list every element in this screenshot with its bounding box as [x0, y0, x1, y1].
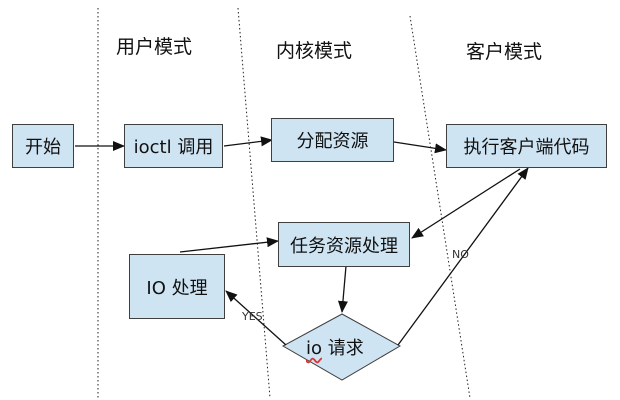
arrow-ioctl-to-allocate — [223, 136, 273, 147]
edge-label-no: NO — [452, 248, 469, 261]
io-processing-node: IO 处理 — [129, 254, 225, 319]
arrow-io-handle-to-task — [179, 237, 279, 253]
io-request-label: io 请求 — [306, 334, 364, 360]
io-request-diamond — [281, 313, 402, 381]
arrow-task-to-io-request — [337, 265, 348, 313]
lane-title-user-mode: 用户模式 — [116, 36, 193, 58]
lane-divider-2 — [237, 7, 271, 399]
io-request-label-suffix: 请求 — [322, 338, 364, 359]
arrow-io-request-to-io-handle-yes — [225, 290, 287, 346]
start-node: 开始 — [12, 124, 74, 168]
lane-title-client-mode: 客户模式 — [466, 41, 543, 63]
execute-client-code-node: 执行客户端代码 — [446, 124, 607, 168]
arrow-io-request-to-execute-no — [397, 167, 529, 346]
allocate-resources-node: 分配资源 — [271, 118, 394, 162]
arrow-allocate-to-execute — [393, 141, 447, 154]
task-resource-processing-node: 任务资源处理 — [278, 222, 410, 267]
lane-divider-3 — [409, 15, 471, 399]
io-request-label-prefix: io — [306, 338, 323, 359]
lane-title-kernel-mode: 内核模式 — [276, 40, 353, 62]
ioctl-call-node: ioctl 调用 — [124, 124, 223, 168]
arrow-execute-to-task — [411, 168, 521, 239]
edge-label-yes: YES — [242, 310, 263, 323]
